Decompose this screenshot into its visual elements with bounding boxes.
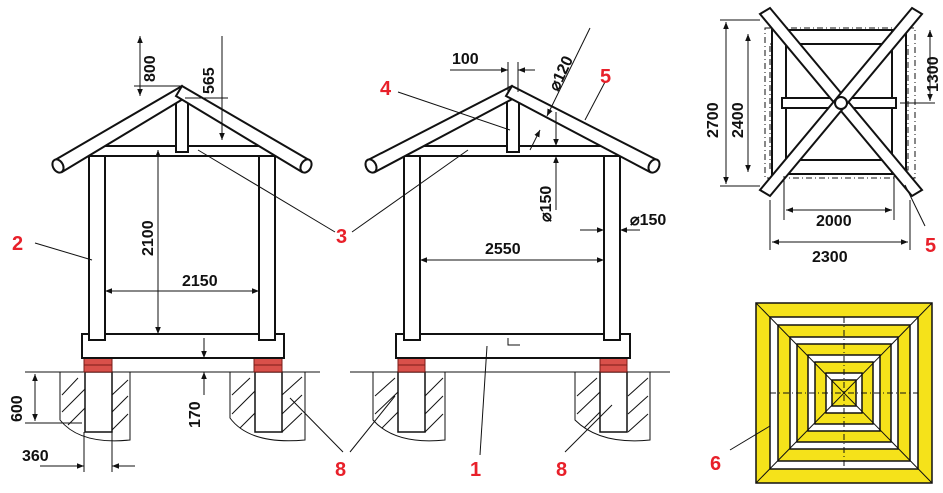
post-right bbox=[258, 149, 276, 341]
callout-7: 8 bbox=[556, 459, 567, 481]
post-mid-left bbox=[403, 149, 421, 341]
rafter-right bbox=[174, 84, 311, 174]
roof-plan bbox=[755, 302, 933, 484]
dim-2100: 2100 bbox=[140, 220, 157, 256]
footing-mid-right bbox=[574, 371, 651, 442]
dim-565: 565 bbox=[201, 67, 218, 94]
callout-2: 2 bbox=[12, 233, 23, 255]
post-mid-right bbox=[603, 149, 621, 341]
dim-d150-horizontal: ⌀150 bbox=[630, 212, 666, 229]
middle-elevation: 100 ⌀120 ⌀150 ⌀150 2550 bbox=[350, 27, 670, 442]
callout-8: 8 bbox=[335, 459, 346, 481]
brick-plinth-left bbox=[83, 357, 113, 373]
dim-1300: 1300 bbox=[925, 56, 942, 92]
floor-beam-mid bbox=[395, 333, 631, 359]
brick-plinth-right bbox=[253, 357, 283, 373]
dim-360: 360 bbox=[22, 448, 49, 465]
floor-beam bbox=[81, 333, 285, 359]
dim-2300: 2300 bbox=[812, 249, 848, 266]
footing-left bbox=[59, 371, 131, 442]
footing-right bbox=[229, 371, 306, 442]
dim-2700: 2700 bbox=[705, 102, 722, 138]
dim-2400: 2400 bbox=[730, 102, 747, 138]
post-left bbox=[88, 149, 106, 341]
left-elevation: 800 565 2100 2150 170 600 360 bbox=[9, 36, 320, 472]
dim-600: 600 bbox=[9, 395, 26, 422]
callout-4: 4 bbox=[380, 78, 392, 100]
rafter-mid-right bbox=[504, 84, 659, 174]
callout-6: 6 bbox=[710, 453, 721, 475]
plan-view: 2700 2400 1300 2000 2300 bbox=[705, 6, 942, 266]
callout-5-plan: 5 bbox=[925, 235, 936, 257]
dim-d150-vertical: ⌀150 bbox=[538, 186, 555, 222]
dim-d120: ⌀120 bbox=[546, 53, 577, 93]
footing-mid-left bbox=[372, 371, 446, 442]
dim-2000: 2000 bbox=[816, 213, 852, 230]
callout-3: 3 bbox=[336, 226, 347, 248]
dim-2150: 2150 bbox=[182, 273, 218, 290]
dim-170: 170 bbox=[187, 401, 204, 428]
callouts: 2 3 4 5 5 1 8 8 6 bbox=[12, 66, 936, 481]
dim-2550: 2550 bbox=[485, 241, 521, 258]
callout-1: 1 bbox=[470, 459, 481, 481]
rafter-left bbox=[53, 84, 190, 174]
dim-100: 100 bbox=[452, 51, 479, 68]
dim-800: 800 bbox=[142, 55, 159, 82]
callout-5-top: 5 bbox=[600, 66, 611, 88]
